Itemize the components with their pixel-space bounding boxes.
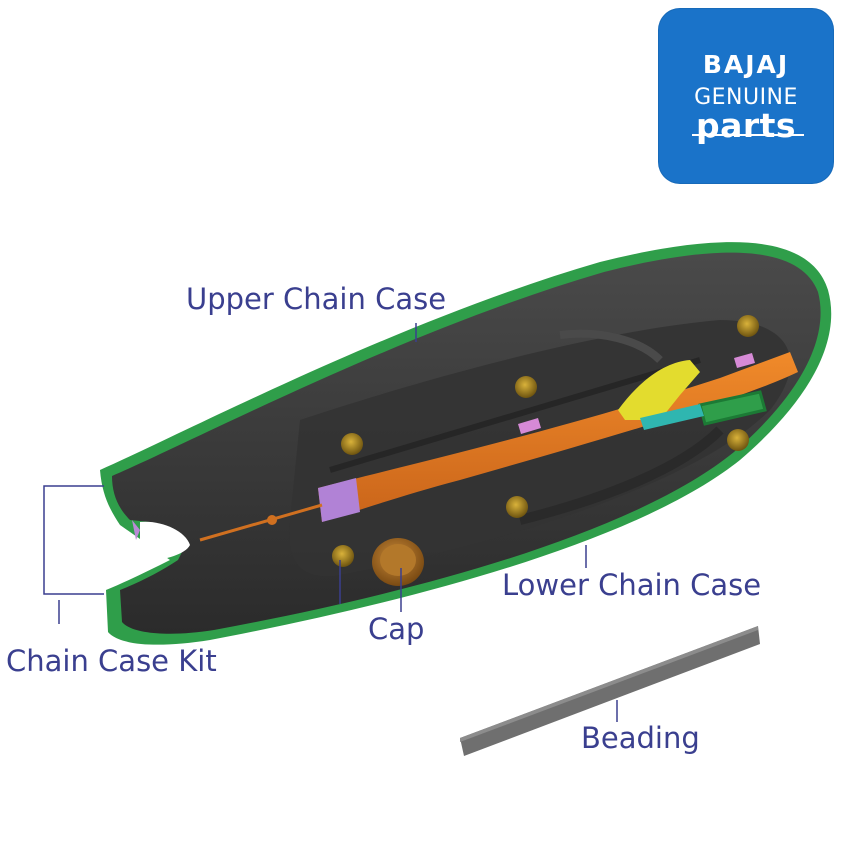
bajaj-genuine-parts-logo: BAJAJ GENUINE parts [658,8,834,184]
beading-strip [460,626,760,756]
bolts [332,315,759,567]
label-beading: Beading [581,721,700,755]
bracket [618,360,700,420]
logo-underline-swoosh-icon [692,134,804,136]
logo-genuine-text: GENUINE [694,85,798,110]
label-lower-chain-case: Lower Chain Case [502,568,762,602]
label-cap: Cap [368,612,425,646]
label-chain-case-kit: Chain Case Kit [6,644,217,678]
leader-lines [43,323,618,722]
logo-parts-text: parts [695,106,797,145]
logo-brand-text: BAJAJ [702,50,790,79]
label-upper-chain-case: Upper Chain Case [186,282,447,316]
